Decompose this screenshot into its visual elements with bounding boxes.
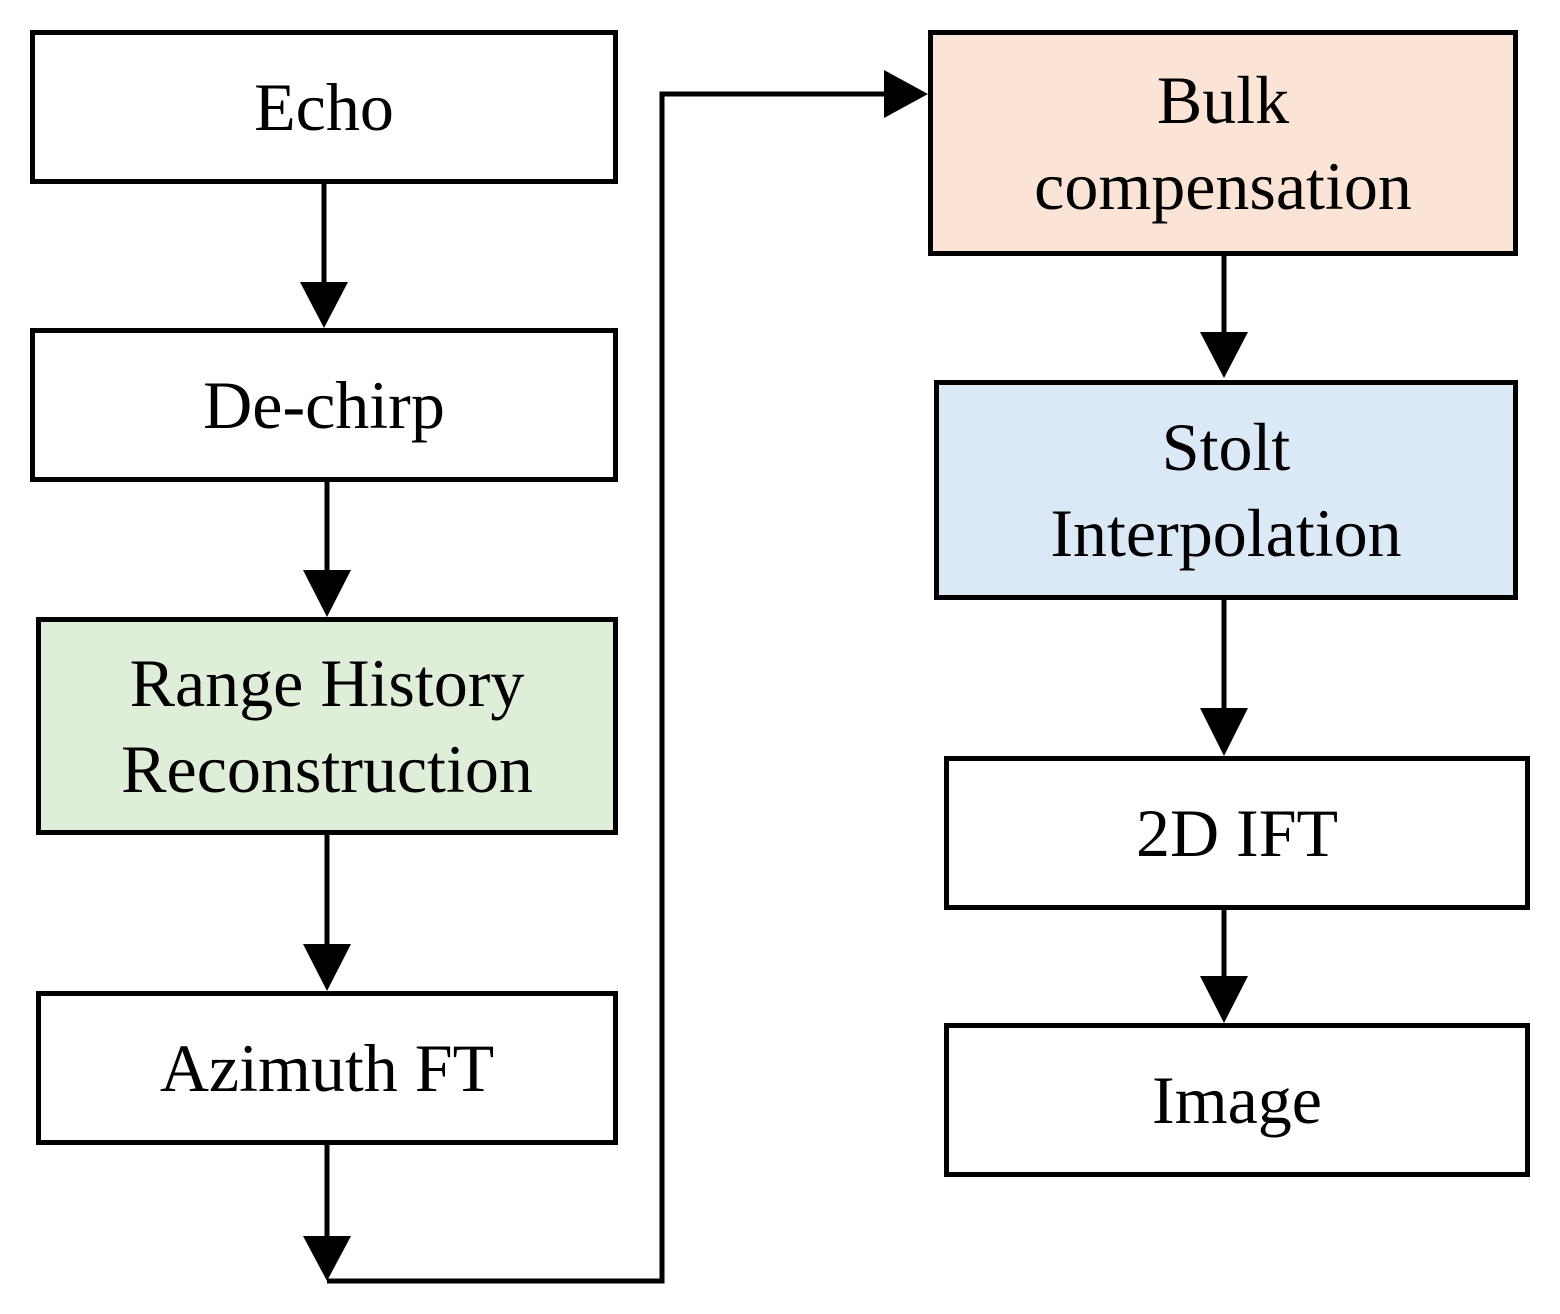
arrowhead-bulk-to-stolt	[1200, 332, 1248, 378]
arrowhead-echo-to-dechirp	[300, 282, 348, 328]
step-range-history-reconstruction: Range History Reconstruction	[36, 617, 618, 835]
step-bulk-label-line2: compensation	[1034, 148, 1412, 224]
step-echo-label: Echo	[254, 69, 394, 145]
step-bulk-compensation: Bulk compensation	[928, 30, 1518, 256]
step-echo: Echo	[30, 30, 618, 184]
step-image-label: Image	[1152, 1062, 1322, 1138]
step-azimuth-ft: Azimuth FT	[36, 991, 618, 1145]
arrowhead-stolt-to-ift	[1200, 708, 1248, 756]
arrowhead-azimuth-down	[303, 1236, 351, 1281]
step-azimuth-label: Azimuth FT	[159, 1030, 495, 1106]
step-stolt-label-line1: Stolt	[1161, 409, 1291, 485]
arrowhead-to-bulk	[884, 70, 928, 118]
arrowhead-dechirp-to-range	[303, 570, 351, 617]
arrowhead-ift-to-image	[1200, 976, 1248, 1023]
step-range-label-line2: Reconstruction	[121, 731, 533, 807]
step-stolt-interpolation: Stolt Interpolation	[934, 380, 1518, 600]
step-dechirp: De-chirp	[30, 328, 618, 482]
step-dechirp-label: De-chirp	[203, 367, 445, 443]
step-bulk-label-line1: Bulk	[1156, 62, 1290, 138]
step-2d-ift: 2D IFT	[944, 756, 1530, 910]
step-stolt-label-line2: Interpolation	[1050, 495, 1402, 571]
arrowhead-range-to-azimuth	[303, 944, 351, 991]
connector-to-bulk	[327, 91, 886, 1284]
step-ift-label: 2D IFT	[1135, 795, 1339, 871]
step-range-label-line1: Range History	[129, 645, 525, 721]
step-image: Image	[944, 1023, 1530, 1177]
